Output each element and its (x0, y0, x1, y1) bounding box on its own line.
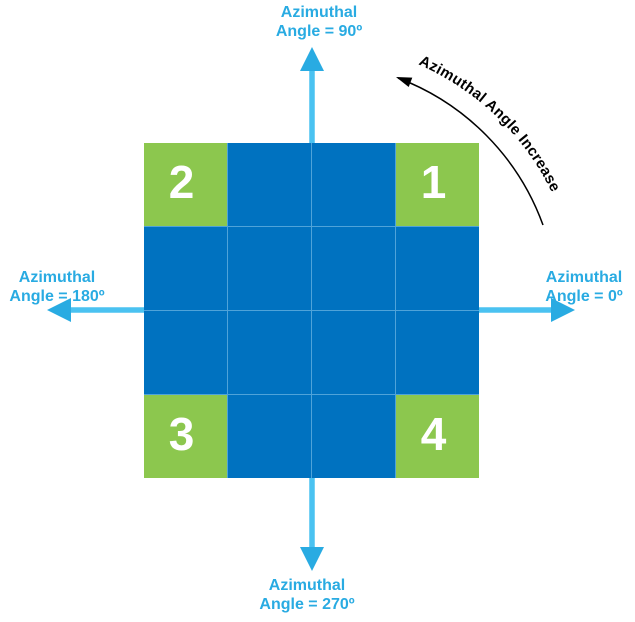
grid-cell (312, 143, 395, 226)
azimuth-180-label-line2: Angle = 180º (9, 288, 105, 305)
azimuth-180-arrow-head (47, 298, 71, 322)
quadrant-cell-top-right: 1 (396, 143, 479, 226)
azimuth-0-arrow-head (551, 298, 575, 322)
sensor-grid: 2 1 3 4 (144, 143, 479, 478)
quadrant-number-4: 4 (420, 407, 447, 460)
quadrant-cell-bottom-right: 4 (396, 395, 479, 478)
grid-cell (228, 311, 311, 394)
azimuth-0-label-line2: Angle = 0º (545, 288, 623, 305)
azimuth-270-label-line1: Azimuthal (268, 577, 346, 594)
grid-cell (396, 227, 479, 310)
quadrant-number-3: 3 (168, 407, 195, 460)
quadrant-cell-bottom-left: 3 (144, 395, 227, 478)
azimuth-270-arrow-head (300, 547, 324, 571)
azimuth-90-label-line1: Azimuthal (280, 4, 358, 21)
grid-cell (312, 395, 395, 478)
grid-cell (228, 143, 311, 226)
rotation-arrow-head (396, 77, 413, 87)
quadrant-number-1: 1 (420, 155, 447, 208)
grid-cell (144, 227, 227, 310)
quadrant-number-2: 2 (168, 155, 195, 208)
grid-cell (228, 395, 311, 478)
azimuth-90-label: Azimuthal Angle = 90º (276, 3, 362, 41)
azimuth-90-label-line2: Angle = 90º (275, 23, 363, 40)
azimuth-180-label-line1: Azimuthal (18, 269, 96, 286)
azimuth-0-label-line1: Azimuthal (545, 269, 623, 286)
grid-cell (144, 311, 227, 394)
grid-cell (312, 311, 395, 394)
azimuth-0-label: Azimuthal Angle = 0º (545, 268, 622, 306)
quadrant-cell-top-left: 2 (144, 143, 227, 226)
grid-cell (228, 227, 311, 310)
azimuth-180-label: Azimuthal Angle = 180º (9, 268, 104, 306)
azimuth-90-arrow-head (300, 47, 324, 71)
azimuth-270-label-line2: Angle = 270º (259, 596, 355, 613)
azimuth-270-label: Azimuthal Angle = 270º (259, 576, 354, 614)
rotation-arrow (397, 77, 544, 226)
grid-cell (312, 227, 395, 310)
grid-cell (396, 311, 479, 394)
